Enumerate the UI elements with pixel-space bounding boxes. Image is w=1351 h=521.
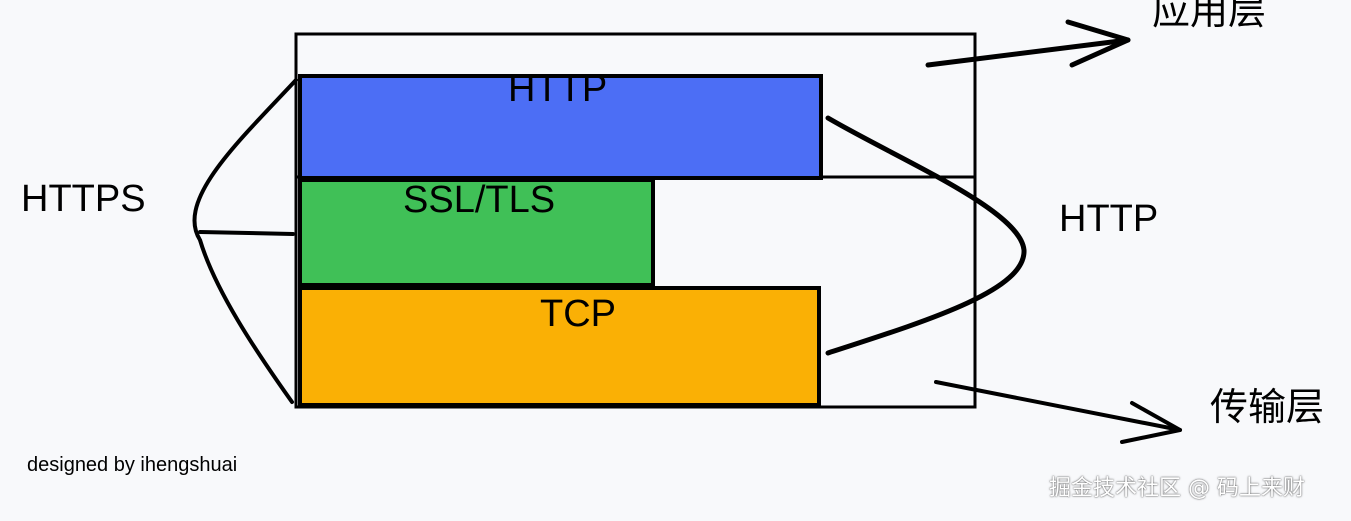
designer-credit: designed by ihengshuai: [27, 454, 238, 476]
transport-layer-annotation: 传输层: [1210, 385, 1325, 429]
application-layer-arrow: [925, 37, 1131, 68]
http-brace: [825, 115, 1027, 356]
tcp-block: [298, 286, 821, 407]
transport-layer-arrow: [934, 380, 1182, 432]
https-brace-tick: [198, 230, 295, 236]
http-block: [298, 74, 823, 180]
watermark: 掘金技术社区 @ 码上来财: [1049, 476, 1305, 501]
transport-layer-arrowhead: [1120, 401, 1182, 444]
ssl-tls-layer-label: SSL/TLS: [403, 179, 556, 221]
https-annotation: HTTPS: [21, 178, 146, 220]
https-brace: [192, 78, 298, 404]
http-layer-label: HTTP: [508, 68, 608, 110]
http-annotation: HTTP: [1059, 198, 1159, 240]
tcp-layer-label: TCP: [540, 293, 616, 335]
ssl-tls-block: [298, 178, 655, 287]
application-layer-arrowhead: [1065, 19, 1131, 68]
application-layer-annotation: 应用层: [1152, 0, 1267, 33]
